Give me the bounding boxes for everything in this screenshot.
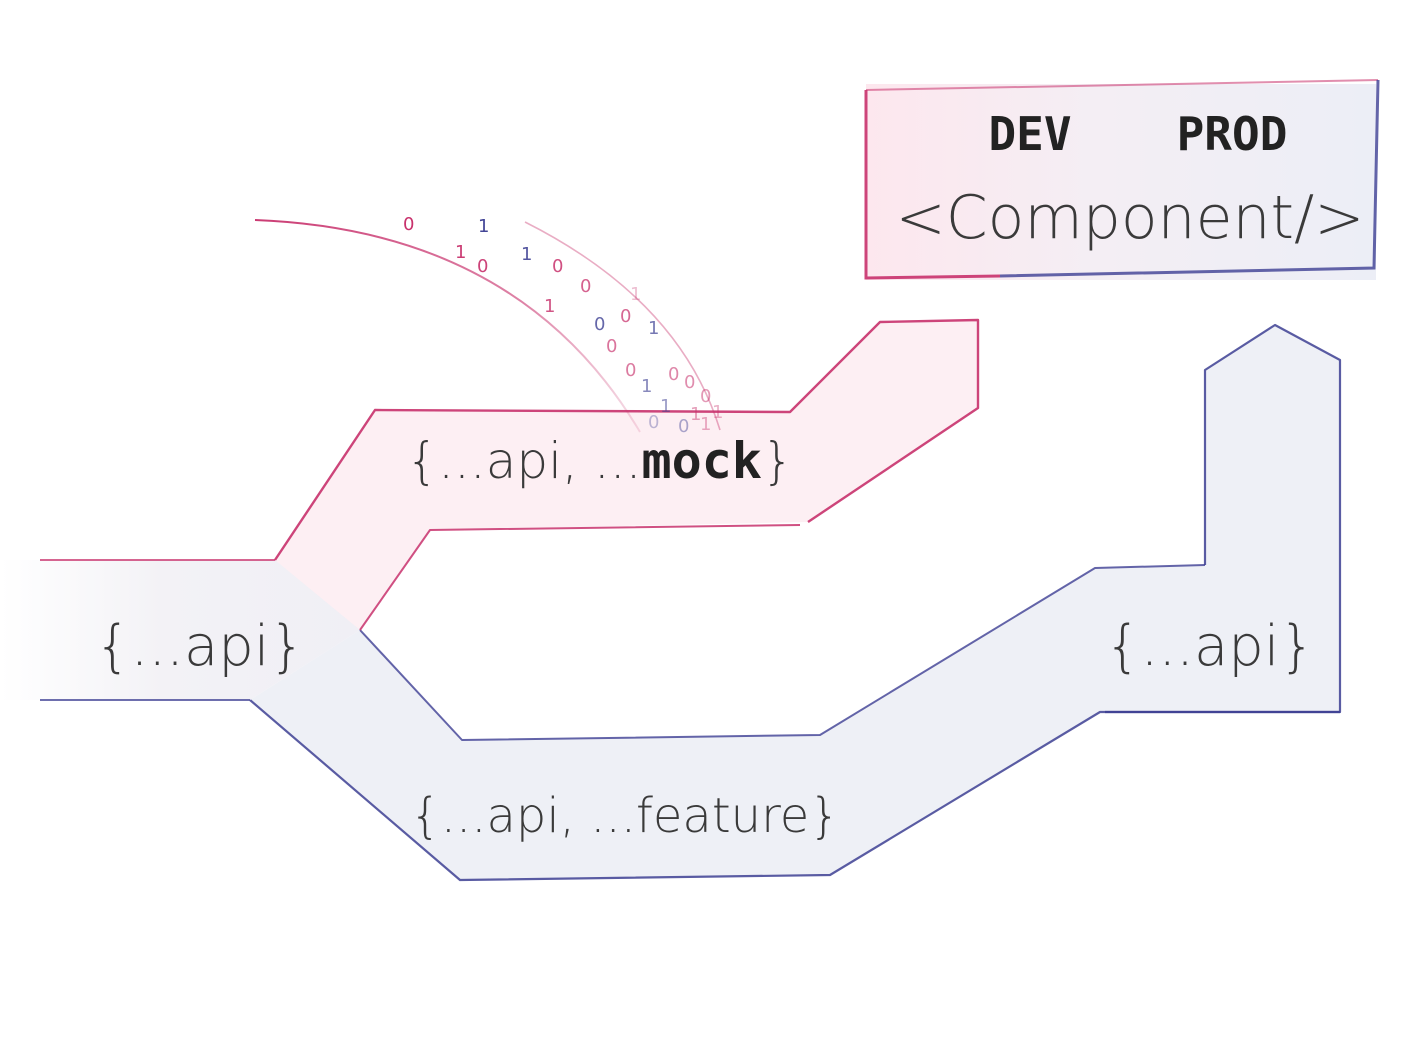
binary-arc-inner [524,221,721,431]
left-stream [0,505,360,701]
binary-digit: 1 [700,414,711,435]
binary-digit: 0 [552,256,563,277]
mock-branch-outer-edge [274,318,980,561]
binary-digit: 1 [521,244,532,265]
environment-box-top-edge [865,79,1379,91]
right-stream-label: {...api} [1105,614,1315,679]
binary-digit: 1 [630,284,641,305]
binary-digit: 0 [580,276,591,297]
prod-label: PROD [1177,107,1288,161]
left-stream-label: {...api} [95,614,305,679]
binary-digit: 0 [594,314,605,335]
binary-digit: 1 [478,216,489,237]
binary-digit: 0 [668,364,679,385]
binary-digit: 0 [403,214,414,235]
binary-digit: 0 [477,256,488,277]
binary-digit: 0 [684,372,695,393]
binary-digit: 1 [660,396,671,417]
feature-branch-fill [250,325,1340,880]
binary-digit: 0 [606,336,617,357]
binary-digit: 1 [455,242,466,263]
mock-label-emphasis: mock [642,432,762,490]
environment-box-fill [866,84,1376,280]
dev-label: DEV [988,107,1071,161]
component-label: <Component/> [895,183,1364,253]
binary-digit: 0 [648,412,659,433]
environment-box: DEV PROD <Component/> [864,79,1380,280]
mock-label-suffix: } [762,432,794,490]
environment-box-right-edge [999,79,1380,278]
feature-branch-inner-edge [359,564,1206,741]
feature-branch-label: {...api, ...feature} [410,788,840,844]
left-stream-fill [0,505,360,700]
binary-digit: 0 [625,360,636,381]
binary-arc-outer [254,219,641,433]
binary-digit: 1 [648,318,659,339]
binary-digit: 0 [678,416,689,437]
mock-branch-fill [275,320,978,630]
mock-branch [274,318,980,631]
binary-digit: 1 [544,296,555,317]
binary-digit: 1 [690,404,701,425]
mock-label-prefix: {...api, ... [406,432,641,490]
mock-branch-inner-edge [359,524,801,631]
binary-digit: 0 [620,306,631,327]
environment-box-left-edge [864,90,1001,280]
feature-branch [249,323,1342,882]
mock-branch-label: {...api, ...mock} [406,432,793,490]
binary-digit: 0 [700,386,711,407]
binary-digit: 1 [712,402,723,423]
binary-digit: 1 [641,376,652,397]
